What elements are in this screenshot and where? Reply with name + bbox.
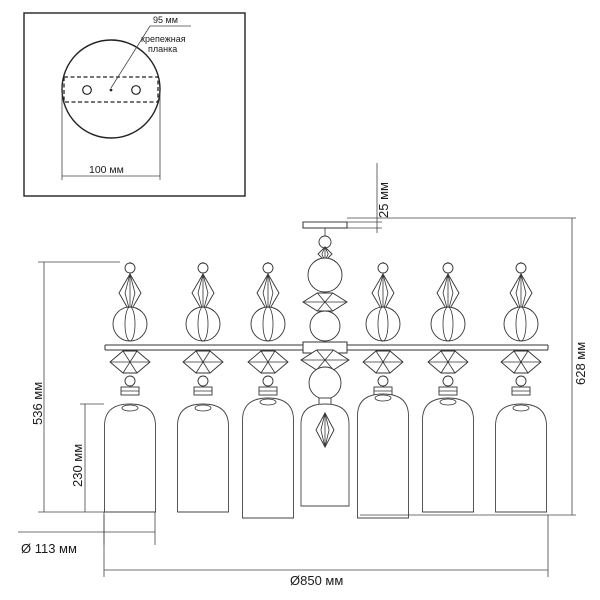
glass-ball-highlight	[262, 306, 274, 342]
center-point	[109, 88, 113, 92]
shade-rim	[439, 398, 457, 406]
upper-crystal-facets	[442, 272, 454, 314]
lamp-arm	[495, 262, 547, 513]
screw-hole-right	[131, 85, 141, 95]
finial-ball	[377, 262, 389, 274]
small-ball	[377, 375, 389, 387]
glass-ball-highlight	[124, 306, 136, 342]
total-diameter-label: Ø850 мм	[290, 573, 343, 588]
center-upper-ball	[307, 257, 343, 293]
plate-width-label: 95 мм	[153, 15, 178, 25]
small-ball	[515, 375, 527, 387]
glass-shade	[422, 397, 474, 513]
glass-shade	[177, 403, 229, 513]
upper-crystal-facets	[377, 272, 389, 314]
body-height-label: 536 мм	[30, 382, 45, 425]
mounting-plate-detail: 95 мм крепежная планка 100 мм	[23, 12, 246, 197]
glass-ball	[503, 306, 539, 342]
lamp-arm	[422, 262, 474, 513]
glass-ball	[185, 306, 221, 342]
upper-crystal-facets	[515, 272, 527, 314]
glass-ball	[430, 306, 466, 342]
center-middle-ball	[309, 310, 341, 342]
glass-shade	[104, 403, 156, 513]
small-ball	[262, 375, 274, 387]
small-ball	[197, 375, 209, 387]
shade-rim	[512, 404, 530, 412]
finial-ball	[124, 262, 136, 274]
glass-ball	[112, 306, 148, 342]
flat-crystal-facets	[122, 350, 138, 374]
lamp-arm	[242, 262, 294, 519]
center-pendant	[300, 235, 350, 507]
upper-crystal-facets	[262, 272, 274, 314]
total-height-label: 628 мм	[573, 342, 588, 385]
overall-dimensions: 25 мм 628 мм 536 мм 230 мм Ø 113 мм Ø850…	[18, 163, 588, 588]
canopy-height-label: 25 мм	[376, 182, 391, 218]
finial-ball	[262, 262, 274, 274]
plate-name-line1: крепежная	[141, 34, 186, 44]
chandelier	[104, 221, 549, 519]
plate-width-leader	[110, 25, 151, 89]
finial-ball	[442, 262, 454, 274]
finial-ball	[515, 262, 527, 274]
glass-ball	[365, 306, 401, 342]
shade-rim	[374, 394, 392, 402]
shade-rim	[194, 404, 212, 412]
shade-diameter-label: Ø 113 мм	[21, 541, 77, 556]
center-flat-crystal-facets	[316, 292, 334, 312]
lamp-arm	[357, 262, 409, 519]
glass-shade	[495, 403, 547, 513]
ceiling-canopy	[302, 221, 348, 229]
upper-crystal-facets	[124, 272, 136, 314]
canopy-diameter-label: 100 мм	[89, 164, 124, 176]
lamp-arm	[104, 262, 156, 513]
glass-ball-highlight	[442, 306, 454, 342]
plate-name-line2: планка	[148, 44, 177, 54]
shade-height-label: 230 мм	[70, 444, 85, 487]
center-hanging-crystal-facets	[320, 412, 330, 448]
center-glass-shade	[300, 403, 350, 507]
flat-crystal-facets	[375, 350, 391, 374]
glass-ball-highlight	[197, 306, 209, 342]
center-lower-flat-crystal-facets	[316, 349, 334, 371]
glass-shade	[242, 397, 294, 519]
flat-crystal-facets	[440, 350, 456, 374]
screw-hole-left	[82, 85, 92, 95]
flat-crystal-facets	[260, 350, 276, 374]
finial-ball	[197, 262, 209, 274]
mounting-plate-outline	[63, 76, 159, 103]
upper-crystal-facets	[197, 272, 209, 314]
lamp-arms	[104, 262, 547, 519]
glass-ball-highlight	[515, 306, 527, 342]
glass-shade	[357, 393, 409, 519]
flat-crystal-facets	[513, 350, 529, 374]
small-ball	[442, 375, 454, 387]
glass-ball-highlight	[377, 306, 389, 342]
shade-rim	[259, 398, 277, 406]
glass-ball	[250, 306, 286, 342]
small-ball	[124, 375, 136, 387]
center-lower-ball	[308, 366, 342, 400]
lamp-arm	[177, 262, 229, 513]
shade-rim	[121, 404, 139, 412]
flat-crystal-facets	[195, 350, 211, 374]
